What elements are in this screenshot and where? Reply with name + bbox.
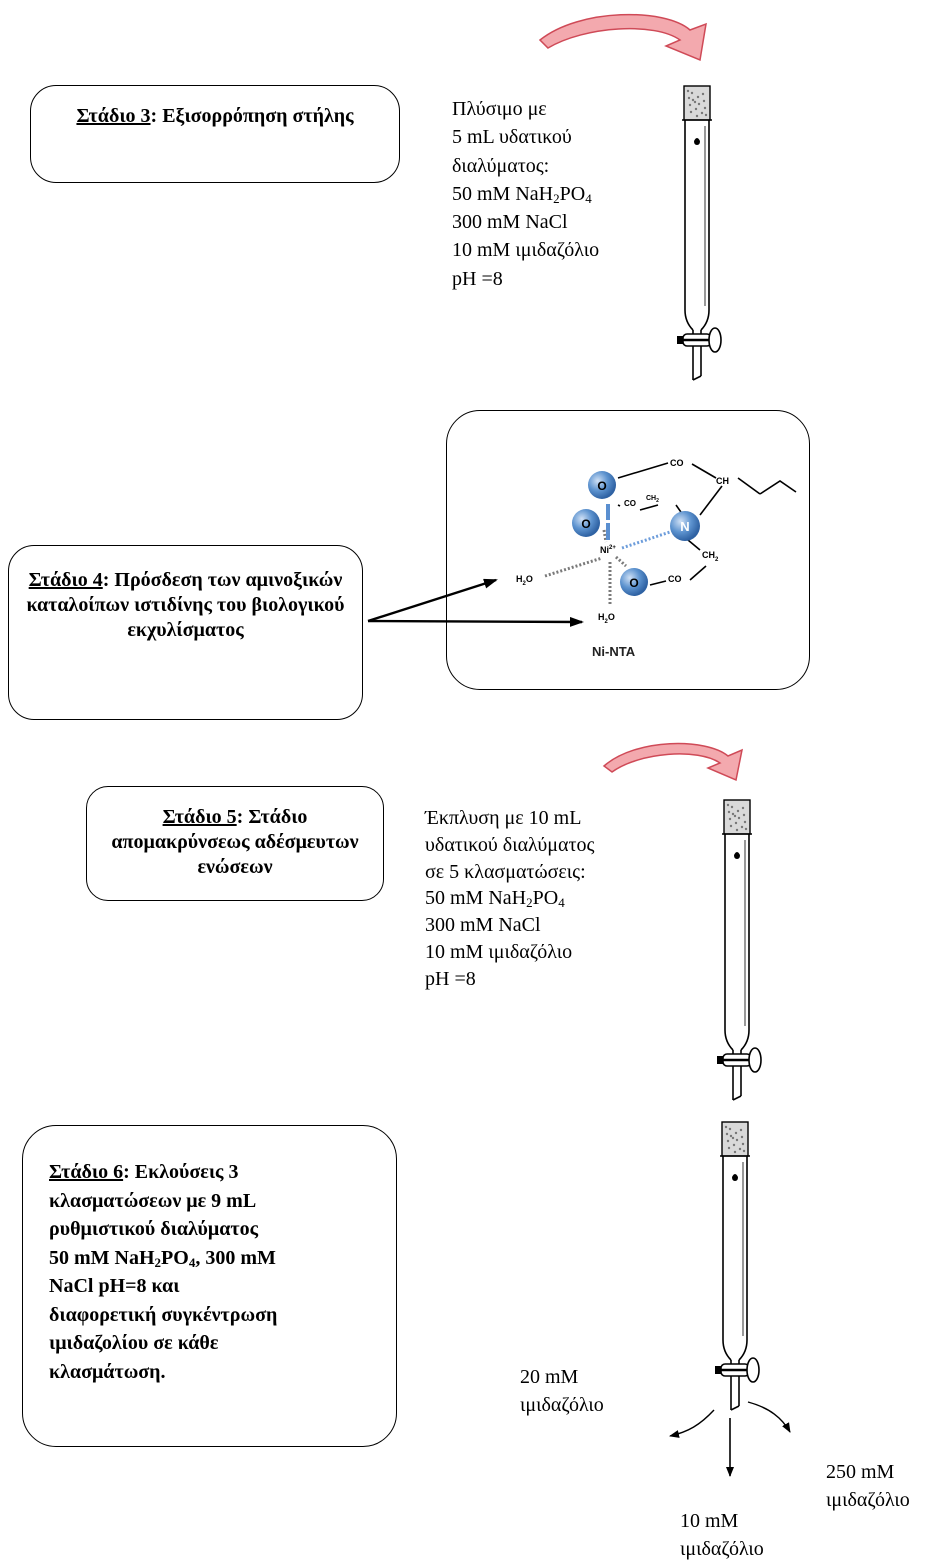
atom-n: N <box>680 519 689 534</box>
stage6-line-4: 50 mM NaH2PO4, 300 mM <box>49 1246 276 1270</box>
wash-ph: pH =8 <box>452 267 503 290</box>
stage6-line-3: ρυθμιστικού διαλύματος <box>49 1218 259 1240</box>
wash-line-2: 5 mL υδατικού <box>452 126 572 149</box>
stage5-description: : Στάδιο απομακρύνσεως αδέσμευτων ενώσεω… <box>111 806 359 878</box>
group-co-top: CO <box>670 458 684 468</box>
column-stage3 <box>677 85 722 381</box>
stage6-line-8: κλασμάτωση. <box>49 1360 166 1383</box>
wash-line-1: Πλύσιμο με <box>452 98 547 120</box>
group-co-low: CO <box>668 574 682 584</box>
elution-line-3: σε 5 κλασματώσεις: <box>425 860 586 883</box>
elution-ph: pH =8 <box>425 967 476 990</box>
elution-phosphate: 50 mM NaH2PO4 <box>425 887 565 911</box>
stage6-line-7: ιμιδαζολίου σε κάθε <box>49 1332 219 1354</box>
stage5-elution-text: Έκπλυση με 10 mL υδατικού διαλύματος σε … <box>425 805 594 993</box>
water-bottom: H2O <box>598 612 615 625</box>
arrow-to-water-bottom <box>367 616 584 627</box>
wash-line-3: διαλύματος: <box>452 154 550 177</box>
arrow-left-fraction <box>669 1409 715 1438</box>
atom-o-1: O <box>597 479 606 493</box>
column-stage5 <box>717 799 762 1101</box>
stage5-box: Στάδιο 5: Στάδιο απομακρύνσεως αδέσμευτω… <box>86 786 384 901</box>
water-left: H2O <box>516 574 533 587</box>
stage4-box: Στάδιο 4: Πρόσδεση των αμινοξικών καταλο… <box>8 545 363 720</box>
group-co-inner: CO <box>624 499 636 508</box>
arrow-to-water-left <box>367 578 498 623</box>
elution-line-2: υδατικού διαλύματος <box>425 833 595 856</box>
stage3-wash-text: Πλύσιμο με 5 mL υδατικού διαλύματος: 50 … <box>452 95 599 293</box>
ni-nta-panel <box>446 410 810 690</box>
ni-ion: Ni2+ <box>600 545 616 555</box>
elution-line-1: Έκπλυση με 10 mL <box>425 807 582 829</box>
stage6-line-6: διαφορετική συγκέντρωση <box>49 1303 278 1326</box>
arrow-right-fraction <box>747 1401 791 1433</box>
group-ch2-top: CH2 <box>646 495 659 504</box>
group-ch2-right: CH2 <box>702 550 719 563</box>
stage3-description: : Εξισορρόπηση στήλης <box>150 105 354 127</box>
wash-phosphate: 50 mM NaH2PO4 <box>452 182 592 206</box>
column-stage6 <box>715 1121 760 1411</box>
wash-imidazole: 10 mM ιμιδαζόλιο <box>452 239 600 262</box>
group-ch: CH <box>716 476 729 486</box>
atom-o-2: O <box>581 517 590 531</box>
stage3-box: Στάδιο 3: Εξισορρόπηση στήλης <box>30 85 400 183</box>
stage5-title: Στάδιο 5 <box>162 806 237 828</box>
stage4-description: : Πρόσδεση των αμινοξικών καταλοίπων ιστ… <box>26 569 345 641</box>
atom-o-3: O <box>629 576 638 590</box>
ni-nta-label: Ni-NTA <box>592 644 636 659</box>
stage6-line-5: NaCl pH=8 και <box>49 1275 180 1297</box>
stage4-title: Στάδιο 4 <box>28 569 103 591</box>
elution-salt: 300 mM NaCl <box>425 914 541 937</box>
stage6-box: Στάδιο 6: Εκλούσεις 3 κλασματώσεων με 9 … <box>22 1125 397 1447</box>
wash-salt: 300 mM NaCl <box>452 211 568 234</box>
stage3-title: Στάδιο 3 <box>76 105 151 127</box>
stage6-line-1: Στάδιο 6: Εκλούσεις 3 <box>49 1161 239 1183</box>
elution-imidazole: 10 mM ιμιδαζόλιο <box>425 940 573 963</box>
stage6-line-2: κλασματώσεων με 9 mL <box>49 1189 257 1212</box>
